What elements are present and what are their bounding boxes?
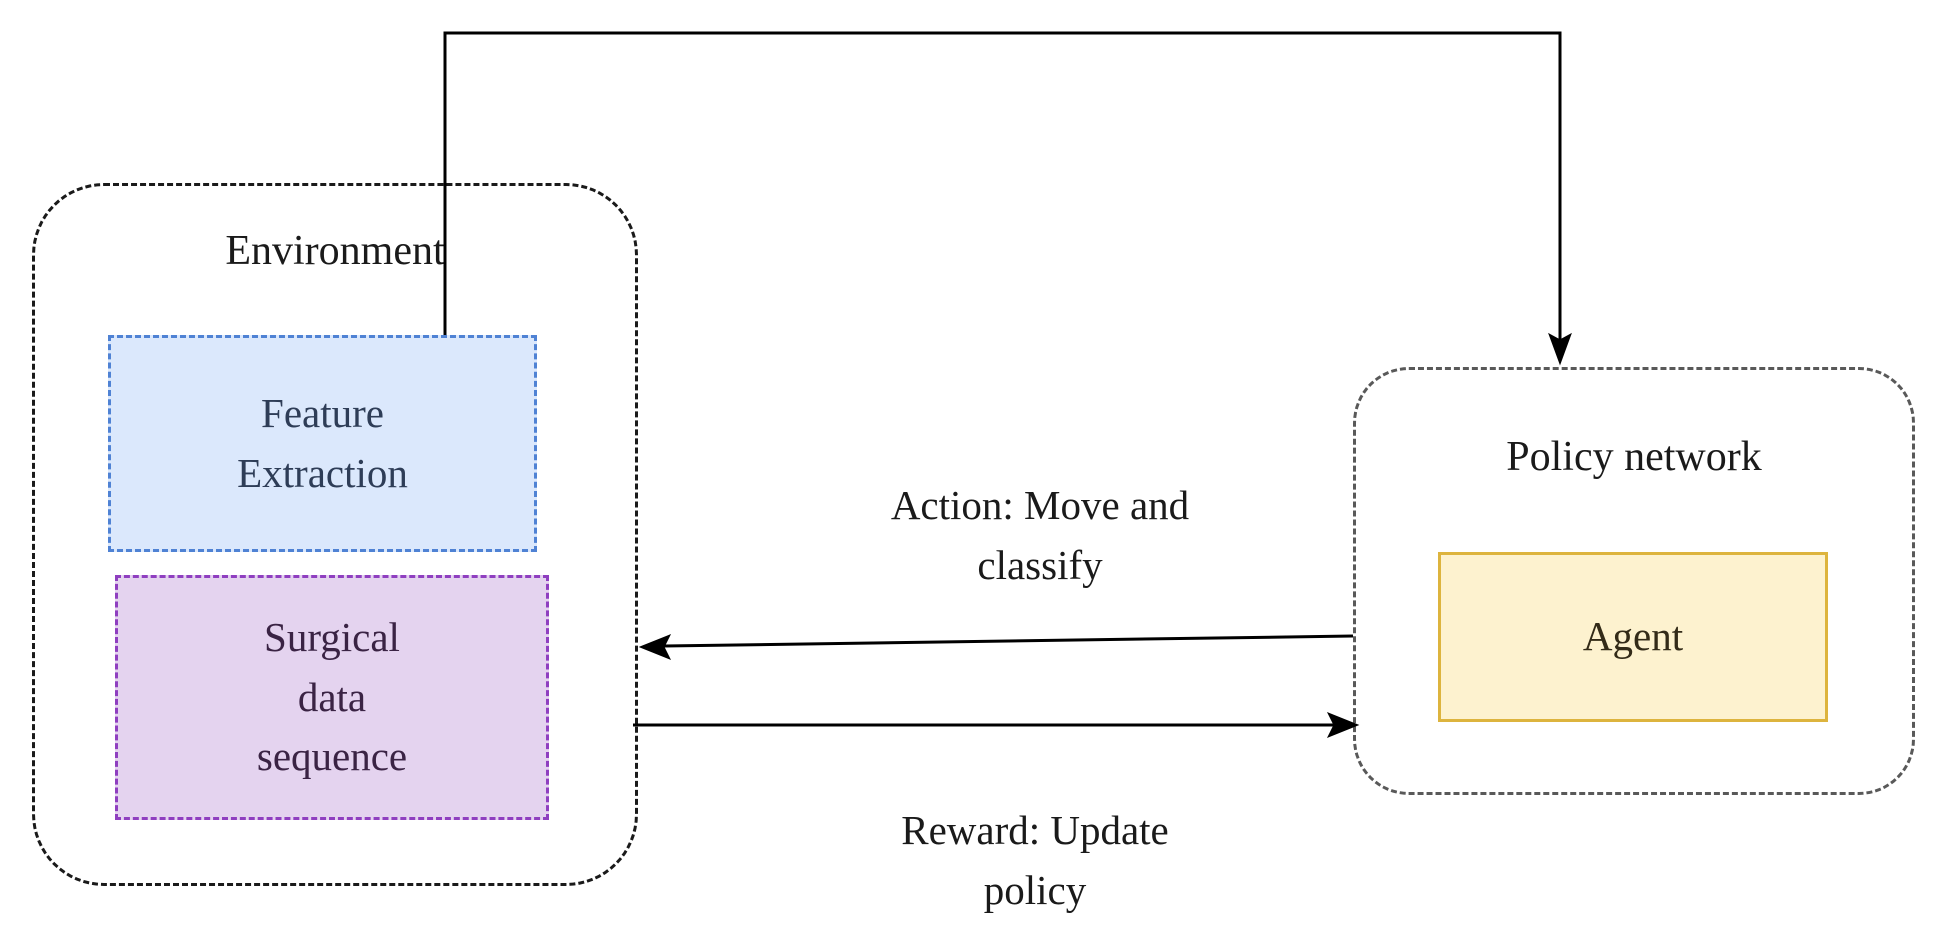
surgical-data-label-line1: Surgical <box>264 614 400 661</box>
action-edge-label-line1: Action: Move and <box>890 482 1190 528</box>
agent-box: Agent <box>1438 552 1828 722</box>
reward-edge-label: Reward: Update policy <box>785 800 1285 920</box>
surgical-data-label-line3: sequence <box>256 733 408 780</box>
feature-extraction-label-line1: Feature <box>261 390 384 437</box>
surgical-data-label-line2: data <box>297 673 367 720</box>
action-edge-label-line2: classify <box>977 542 1103 588</box>
reward-edge-label-line2: policy <box>983 867 1087 913</box>
action-arrowhead <box>638 634 672 660</box>
agent-label: Agent <box>1582 613 1684 660</box>
environment-title: Environment <box>225 228 445 274</box>
surgical-data-box: Surgical data sequence <box>115 575 549 820</box>
action-line <box>663 634 1354 648</box>
feature-extraction-label-line2: Extraction <box>237 449 408 496</box>
state-feedback-arrowhead <box>1548 332 1572 366</box>
feature-extraction-box: Feature Extraction <box>108 335 537 552</box>
reward-edge-label-line1: Reward: Update <box>901 807 1169 853</box>
action-edge-label: Action: Move and classify <box>790 475 1290 595</box>
policy-network-title: Policy network <box>1506 434 1762 480</box>
